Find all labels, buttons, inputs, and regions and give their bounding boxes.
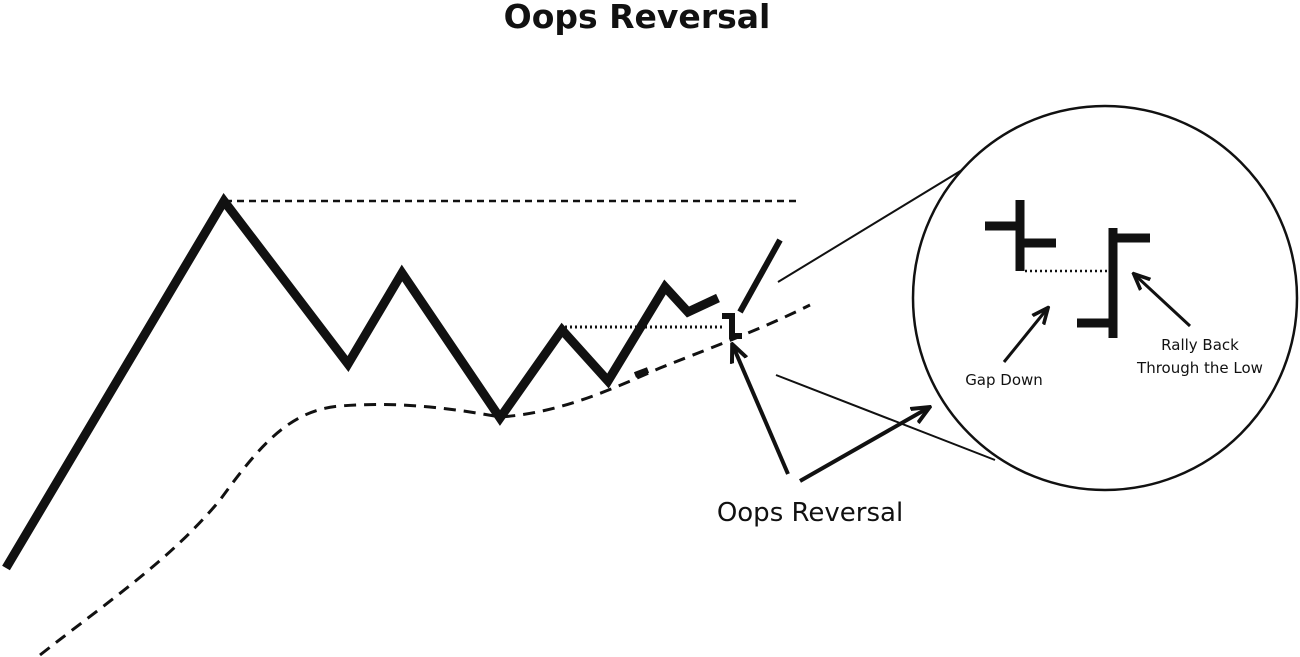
rally-line [737,238,783,314]
zoom-connector-bottom [775,374,996,461]
callout-arrow-to-bar [733,346,790,475]
zoom-circle [911,104,1299,492]
rally-label-line-1: Rally Back [1161,336,1239,354]
gap-down-arrow [1002,309,1047,363]
callout-arrow-to-zoom [799,408,928,483]
support-trend-curve [39,303,811,657]
price-path [2,192,720,571]
diagram-title: Oops Reversal [504,0,771,36]
rally-label-line-2: Through the Low [1136,359,1263,377]
zoom-bar-2 [1077,228,1150,338]
callout-label: Oops Reversal [717,498,903,528]
rally-arrow [1135,275,1192,328]
zoom-bar-1 [985,200,1056,271]
zoom-connector-top [777,155,986,283]
price-path-fragment [633,367,650,378]
oops-bar [722,313,742,339]
gap-down-label: Gap Down [965,371,1043,389]
